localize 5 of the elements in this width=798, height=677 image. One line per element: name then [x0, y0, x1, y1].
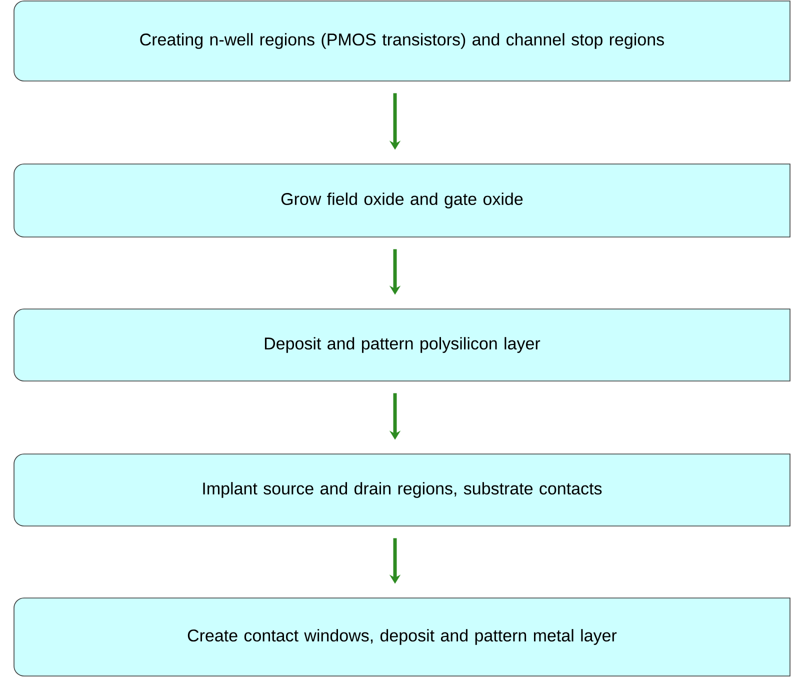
process-box: Creating n-well regions (PMOS transistors) and channel stop regions	[14, 0, 790, 82]
process-box: Grow field oxide and gate oxide	[14, 164, 790, 238]
process-box: Create contact windows, deposit and pattern metal layer	[14, 598, 790, 676]
process-box: Deposit and pattern polysilicon layer	[14, 308, 790, 382]
process-box: Implant source and drain regions, substrate contacts	[14, 454, 790, 526]
